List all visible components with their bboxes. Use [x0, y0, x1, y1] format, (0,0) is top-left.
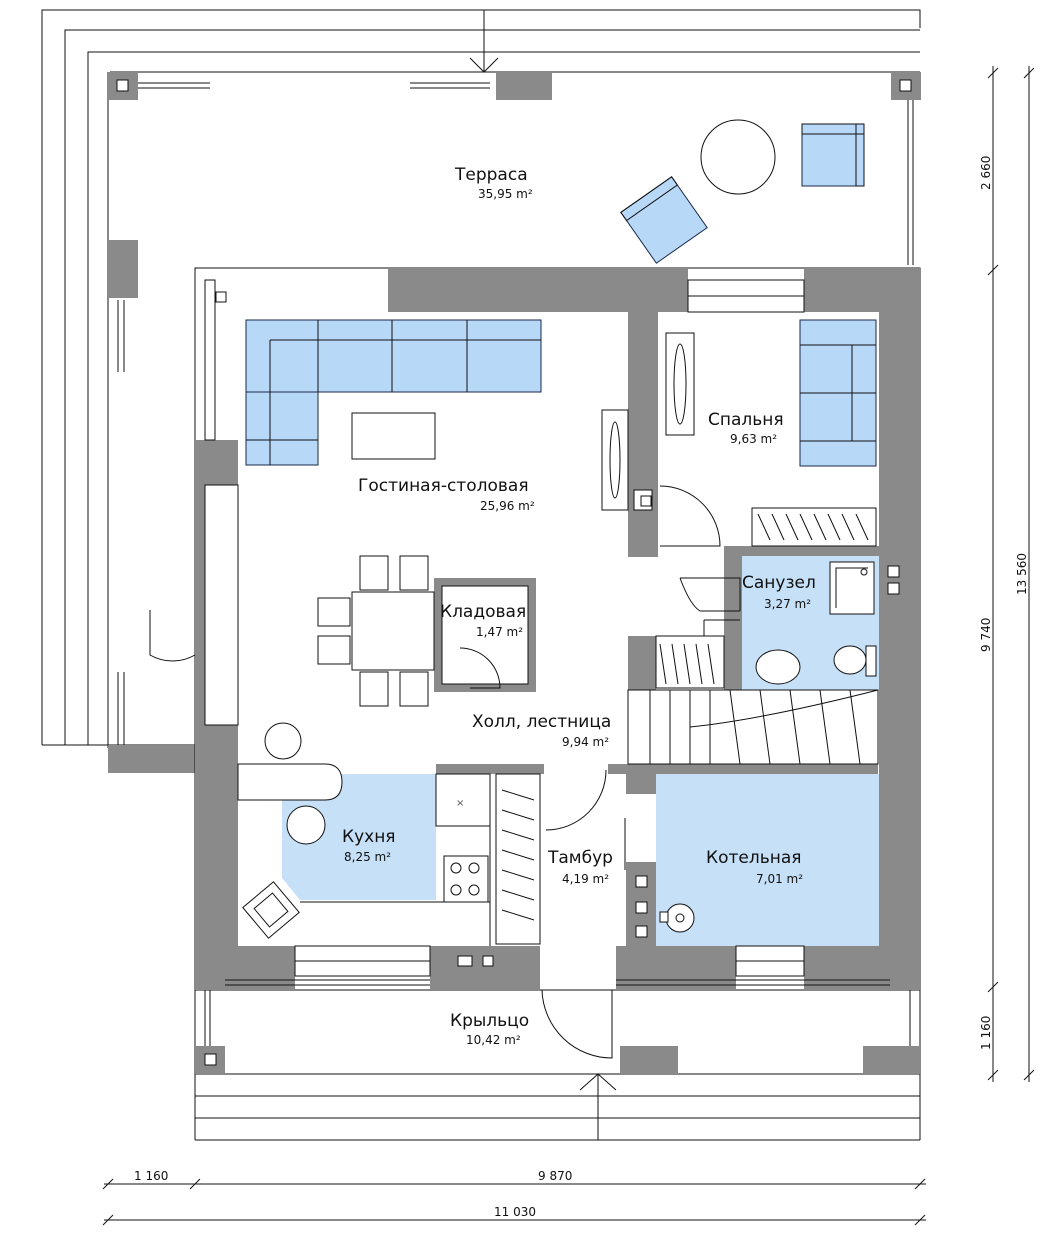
bathroom-area: 3,27 m² [764, 597, 811, 611]
sofa-corner [245, 319, 542, 466]
terrace-furniture [620, 119, 865, 264]
wardrobe [665, 332, 695, 436]
round-table [700, 119, 776, 195]
boiler-name: Котельная [706, 848, 801, 868]
terrace-outline [41, 9, 921, 773]
porch-area: 10,42 m² [466, 1033, 521, 1047]
vestibule-name: Тамбур [547, 848, 613, 868]
closet-rack [751, 507, 877, 547]
walls [194, 267, 921, 991]
dimensions-right: 2 660 9 740 1 160 13 560 [979, 66, 1035, 1082]
armchair [801, 123, 865, 187]
storage-name: Кладовая [440, 602, 526, 622]
storage-area: 1,47 m² [476, 625, 523, 639]
dim-11030: 11 030 [494, 1205, 536, 1219]
bedroom-area: 9,63 m² [730, 432, 777, 446]
dim-9740: 9 740 [979, 618, 993, 652]
porch-outline [194, 979, 921, 1141]
bathroom-name: Санузел [742, 573, 816, 593]
kitchen-set: × [237, 722, 491, 946]
dim-13560: 13 560 [1015, 553, 1029, 595]
bedroom-sofa [799, 319, 877, 467]
hall-area: 9,94 m² [562, 735, 609, 749]
living-area: 25,96 m² [480, 499, 535, 513]
svg-text:×: × [456, 798, 464, 809]
boiler-unit [659, 903, 695, 933]
coat-rack [495, 773, 541, 945]
bedroom-name: Спальня [708, 410, 784, 430]
shower-tray [829, 561, 875, 615]
doors [149, 485, 721, 1059]
dining-set [317, 555, 435, 707]
dim-9870: 9 870 [538, 1169, 572, 1183]
wardrobe [601, 409, 629, 511]
staircase [627, 577, 879, 765]
toilet [833, 645, 867, 675]
kitchen-area: 8,25 m² [344, 850, 391, 864]
kitchen-name: Кухня [342, 827, 396, 847]
dim-2660: 2 660 [979, 156, 993, 190]
windows [294, 279, 805, 977]
vestibule-area: 4,19 m² [562, 872, 609, 886]
porch-name: Крыльцо [450, 1011, 529, 1031]
dim-1160-bottom: 1 160 [134, 1169, 168, 1183]
round-table-kitchen [286, 805, 326, 845]
room-labels: Терраса 35,95 m² Гостиная-столовая 25,96… [342, 165, 816, 1047]
living-name: Гостиная-столовая [358, 476, 529, 496]
sink [755, 649, 801, 685]
armchair [620, 176, 708, 264]
dimensions-bottom: 1 160 9 870 11 030 [102, 1169, 926, 1226]
hall-name: Холл, лестница [472, 712, 611, 732]
dim-1160-right: 1 160 [979, 1016, 993, 1050]
coffee-table [351, 412, 436, 460]
boiler-area: 7,01 m² [756, 872, 803, 886]
terrace-area: 35,95 m² [478, 187, 533, 201]
kitchen-floor [282, 774, 436, 900]
terrace-name: Терраса [454, 165, 528, 185]
